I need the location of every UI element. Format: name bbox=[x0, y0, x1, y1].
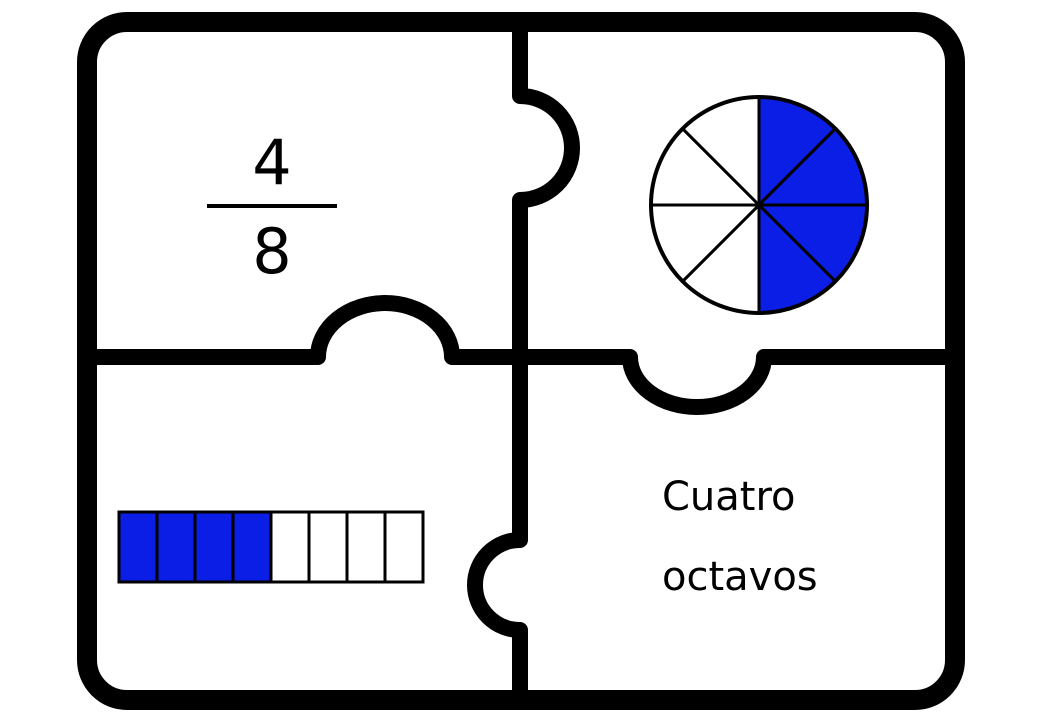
fraction-pie-piece bbox=[649, 95, 869, 315]
fraction-numerator: 4 bbox=[252, 126, 291, 199]
fraction-number-piece: 4 8 bbox=[207, 126, 337, 288]
vertical-divider bbox=[467, 22, 580, 700]
fraction-words-piece: Cuatro octavos bbox=[662, 474, 818, 600]
bar-cell bbox=[117, 510, 159, 584]
bar-cell bbox=[269, 510, 311, 584]
bar-cell bbox=[231, 510, 273, 584]
bar-cell bbox=[383, 510, 425, 584]
fraction-bar-piece bbox=[117, 510, 425, 584]
bar-cell bbox=[307, 510, 349, 584]
bar-cell bbox=[193, 510, 235, 584]
fraction-denominator: 8 bbox=[252, 215, 291, 288]
pie-outline bbox=[649, 95, 869, 315]
horizontal-divider bbox=[87, 295, 955, 415]
bar-cell bbox=[155, 510, 197, 584]
fraction-word-line2: octavos bbox=[662, 554, 818, 600]
fraction-word-line1: Cuatro bbox=[662, 474, 796, 520]
bar-cell bbox=[345, 510, 387, 584]
